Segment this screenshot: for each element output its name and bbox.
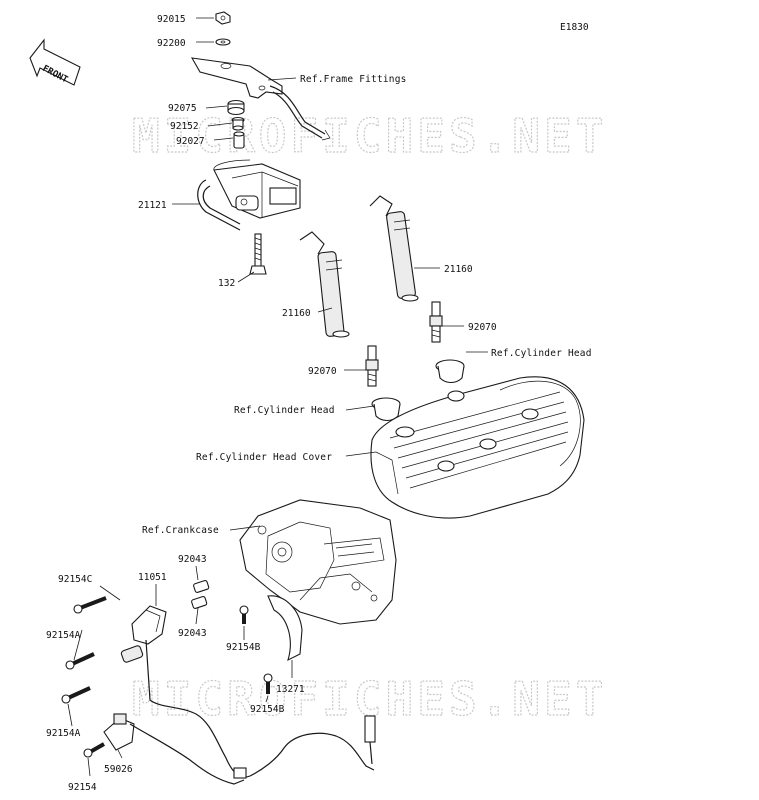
label-92154C: 92154C: [58, 574, 92, 585]
label-92154: 92154: [68, 782, 97, 793]
pickup-coil-11051: [120, 605, 167, 663]
label-92154B-upper: 92154B: [226, 642, 261, 653]
ignition-coil-21121: [197, 159, 301, 231]
label-21160-left: 21160: [282, 308, 311, 319]
label-92152: 92152: [170, 121, 199, 132]
label-92070-left: 92070: [308, 366, 337, 377]
bracket-frame: [190, 57, 331, 141]
grommet-92075: [227, 99, 245, 116]
dowel-upper-92043: [193, 580, 210, 593]
bolt-92154B-upper: [239, 605, 249, 624]
cylinder-head-seat-left: [371, 397, 401, 422]
watermark-top: MICROFICHES.NET: [132, 109, 607, 163]
dowel-lower-92043: [191, 596, 208, 609]
cover-13271: [267, 595, 303, 662]
cylinder-head-seat-right: [435, 359, 465, 384]
front-arrow-icon: FRONT: [29, 38, 81, 86]
bolt-92154B-lower: [263, 673, 273, 694]
bolt-92154: [83, 742, 105, 758]
label-92154A-lower: 92154A: [46, 728, 81, 739]
label-92027: 92027: [176, 136, 205, 147]
ref-cylinder-head-right: Ref.Cylinder Head: [491, 348, 592, 359]
sensor-59026: [103, 713, 135, 751]
washer-92200: [215, 38, 231, 46]
label-59026: 59026: [104, 764, 133, 775]
label-21121: 21121: [138, 200, 167, 211]
spark-plug-left-92070: [365, 345, 379, 387]
crankcase: [239, 499, 397, 625]
label-92154A-upper: 92154A: [46, 630, 81, 641]
bolt-92154A-lower: [61, 686, 91, 704]
label-13271: 13271: [276, 684, 305, 695]
spark-plug-right-92070: [429, 301, 443, 343]
bolt-132: [249, 233, 267, 275]
label-11051: 11051: [138, 572, 167, 583]
label-92043-lower: 92043: [178, 628, 207, 639]
bolt-92154C: [73, 596, 107, 614]
plug-cap-left-21160: [299, 231, 350, 338]
label-92200: 92200: [157, 38, 186, 49]
wiring-harness: [129, 639, 376, 785]
diagram-code: E1830: [560, 22, 589, 33]
label-92015: 92015: [157, 14, 186, 25]
nut-92015: [215, 11, 231, 25]
ref-frame-fittings: Ref.Frame Fittings: [300, 74, 407, 85]
label-92043-upper: 92043: [178, 554, 207, 565]
ref-cylinder-head-left: Ref.Cylinder Head: [234, 405, 335, 416]
ref-crankcase: Ref.Crankcase: [142, 525, 219, 536]
collar-92152: [231, 116, 245, 131]
label-21160-right: 21160: [444, 264, 473, 275]
label-92154B-lower: 92154B: [250, 704, 285, 715]
plug-cap-right-21160: [369, 195, 419, 302]
cylinder-head-cover: [370, 376, 585, 519]
label-132: 132: [218, 278, 235, 289]
spacer-92027: [233, 131, 245, 149]
ref-cylinder-head-cover: Ref.Cylinder Head Cover: [196, 452, 332, 463]
label-92070-right: 92070: [468, 322, 497, 333]
leader-lines: [67, 17, 488, 777]
bolt-92154A-upper: [65, 652, 95, 670]
label-92075: 92075: [168, 103, 197, 114]
